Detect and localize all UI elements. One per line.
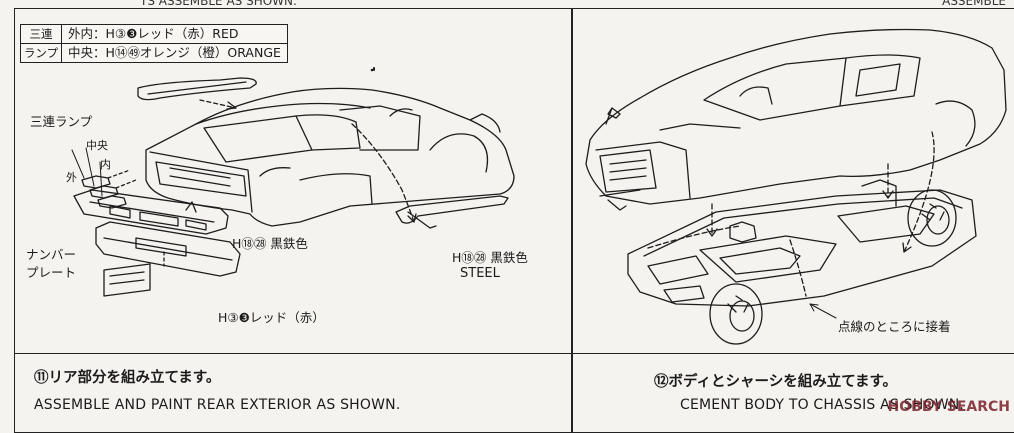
spoiler-part xyxy=(137,77,257,101)
label-steel: STEEL xyxy=(460,266,500,281)
top-cut-text-left: TS ASSEMBLE AS SHOWN. xyxy=(140,0,297,8)
label-outer: 外 xyxy=(66,171,77,184)
full-car-body xyxy=(585,28,1007,211)
label-glue-dotted: 点線のところに接着 xyxy=(838,319,951,334)
step-12-title-jp: ⑫ボディとシャーシを組み立てます。 xyxy=(654,374,898,390)
label-center: 中央 xyxy=(86,139,108,152)
instruction-sheet: TS ASSEMBLE AS SHOWN. ASSEMBLE 三連 外内：H③❸… xyxy=(14,0,1014,433)
step-12-title-en: CEMENT BODY TO CHASSIS AS SHOWN. xyxy=(680,397,965,413)
glue-dashed-lines xyxy=(647,131,935,297)
rear-panel-part xyxy=(73,189,229,235)
paint-legend: 三連 外内：H③❸レッド（赤）RED ランプ 中央：H⑭㊾オレンジ（橙）ORAN… xyxy=(20,24,288,63)
legend-row-outer-inner: 外内：H③❸レッド（赤）RED xyxy=(68,26,239,41)
chassis xyxy=(627,179,977,307)
label-number-plate-line1: ナンバー xyxy=(26,247,77,262)
legend-row-center: 中央：H⑭㊾オレンジ（橙）ORANGE xyxy=(68,45,281,60)
label-paint-red: H③❸レッド（赤） xyxy=(218,310,325,325)
number-plate-part xyxy=(103,263,151,297)
label-inner: 内 xyxy=(100,158,111,171)
panel-step-12 xyxy=(572,8,1014,354)
wheels xyxy=(709,189,957,345)
panel-step-11 xyxy=(14,8,572,354)
watermark-logo: HOBBY SEARCH xyxy=(887,399,1010,415)
label-triple-lamp: 三連ランプ xyxy=(30,114,93,129)
line-art-drawings xyxy=(71,28,1007,345)
step-11-title-jp: ⑪リア部分を組み立てます。 xyxy=(34,370,221,386)
label-paint-black-steel-trim: H⑱㉘ 黒鉄色 xyxy=(452,250,528,265)
legend-key-line1: 三連 xyxy=(21,25,62,43)
label-number-plate-line2: プレート xyxy=(26,265,77,280)
step-11-title-en: ASSEMBLE AND PAINT REAR EXTERIOR AS SHOW… xyxy=(34,397,401,413)
top-cut-text-right: ASSEMBLE xyxy=(942,0,1006,8)
rear-bumper-part xyxy=(95,221,241,277)
label-paint-black-steel-bumper: H⑱㉘ 黒鉄色 xyxy=(232,236,308,251)
legend-key-line2: ランプ xyxy=(21,44,62,62)
